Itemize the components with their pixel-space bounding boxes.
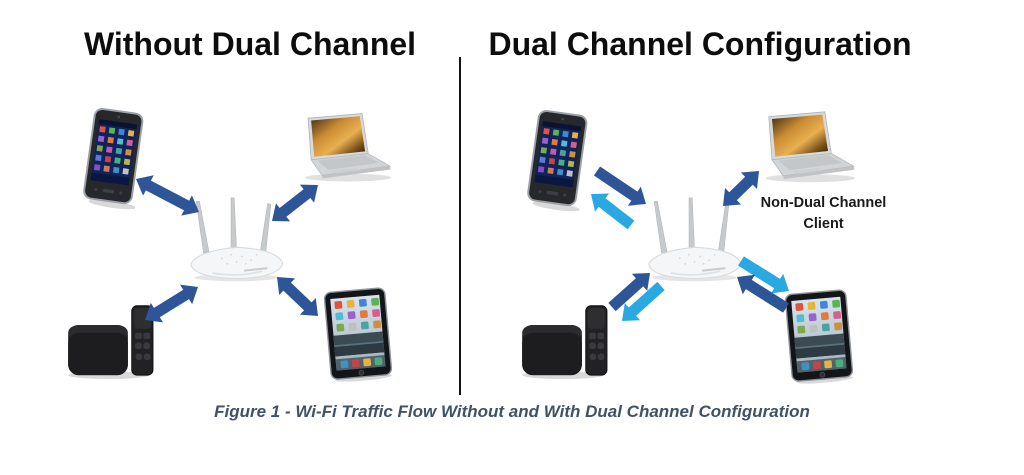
right-tablet-image bbox=[781, 287, 859, 386]
right-panel-title: Dual Channel Configuration bbox=[488, 26, 912, 62]
left-laptop-image bbox=[288, 112, 396, 183]
arrow-right-tablet-uplink bbox=[737, 274, 789, 313]
arrow-right-phone-downlink bbox=[593, 166, 646, 206]
arrow-right-appletv-downlink bbox=[622, 281, 665, 321]
arrow-right-tablet-downlink bbox=[738, 256, 789, 294]
left-tablet-image bbox=[320, 285, 398, 384]
client-label-line1: Non-Dual Channel bbox=[760, 195, 887, 211]
left-panel-title: Without Dual Channel bbox=[83, 26, 417, 62]
arrow-right-phone-uplink bbox=[591, 193, 635, 230]
arrow-right-appletv-uplink bbox=[608, 273, 650, 312]
client-label-line2: Client bbox=[803, 216, 844, 233]
right-apple-tv-image bbox=[520, 300, 612, 379]
arrow-right-laptop-ap bbox=[723, 171, 759, 206]
non-dual-channel-client-label: Non-Dual Channel Client bbox=[756, 193, 891, 235]
figure-caption: Figure 1 - Wi-Fi Traffic Flow Without an… bbox=[214, 402, 810, 421]
arrow-left-tablet-ap bbox=[277, 277, 318, 316]
left-smartphone-image bbox=[77, 104, 148, 211]
panel-divider bbox=[459, 57, 461, 395]
arrow-left-appletv-ap bbox=[145, 284, 198, 323]
right-laptop-image bbox=[748, 110, 860, 184]
arrow-left-laptop-ap bbox=[272, 184, 318, 222]
arrow-left-phone-ap bbox=[136, 175, 199, 216]
right-smartphone-image bbox=[521, 106, 592, 213]
